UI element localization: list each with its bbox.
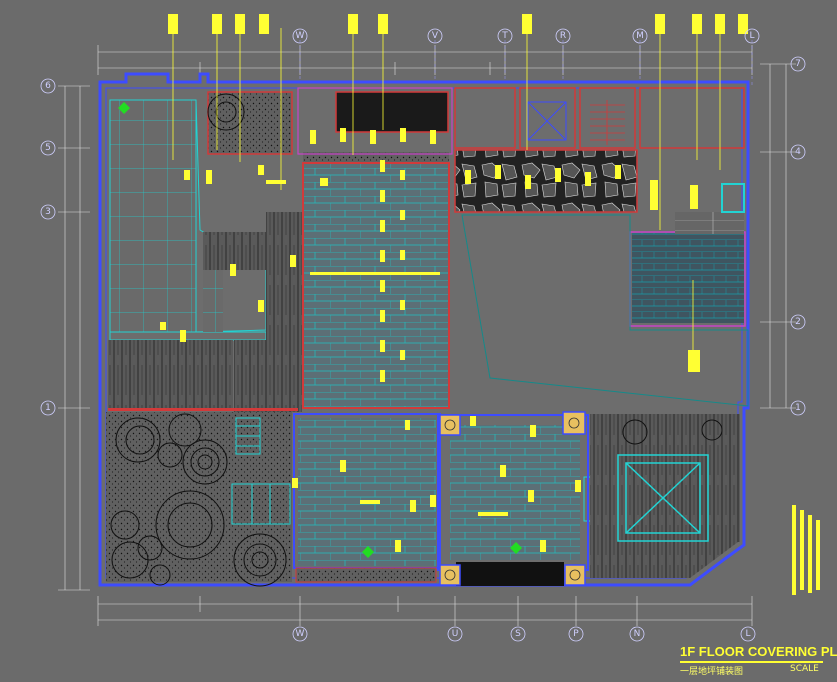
axis-top-3: R xyxy=(560,31,566,41)
axis-bottom-5: L xyxy=(745,629,750,639)
grid-axes-left: 6 5 3 1 xyxy=(40,78,56,416)
courtyard-void xyxy=(461,214,749,407)
grid-axes-right: 7 4 2 1 xyxy=(790,56,806,416)
annotation-leaders xyxy=(172,28,721,350)
counter-top xyxy=(335,91,449,133)
service-rooms xyxy=(454,87,745,149)
planter-room-north xyxy=(207,91,293,155)
axis-left-0: 6 xyxy=(45,81,51,91)
axis-bottom-0: W xyxy=(296,629,305,639)
axis-extension-lines xyxy=(299,40,753,86)
axis-right-3: 1 xyxy=(795,403,801,413)
axis-right-1: 4 xyxy=(795,147,801,157)
column-symbols xyxy=(439,411,586,586)
left-dimension-lines xyxy=(58,85,90,591)
notes-block xyxy=(792,505,820,595)
grid-axes-top: W V T R M L xyxy=(292,28,760,44)
axis-top-4: M xyxy=(636,31,644,41)
axis-bottom-1: U xyxy=(452,629,459,639)
axis-top-0: W xyxy=(296,31,305,41)
central-hall-floor xyxy=(303,163,449,408)
axis-left-2: 3 xyxy=(45,207,51,217)
axis-top-5: L xyxy=(749,31,754,41)
drawing-title: 1F FLOOR COVERING PL xyxy=(680,644,837,659)
tree-symbols xyxy=(110,413,287,587)
pavilion-symbol xyxy=(617,454,709,542)
axis-left-3: 1 xyxy=(45,403,51,413)
axis-bottom-2: S xyxy=(515,629,521,639)
drawing-subtitle: 一层地坪铺装图 xyxy=(680,667,744,677)
south-hall-east-floor xyxy=(450,425,580,560)
axis-bottom-4: N xyxy=(634,629,641,639)
axis-right-0: 7 xyxy=(795,59,801,69)
stone-corridor xyxy=(455,150,637,212)
axis-right-2: 2 xyxy=(795,317,801,327)
annotation-tags xyxy=(168,14,748,372)
wood-deck-west xyxy=(108,340,233,410)
axis-bottom-3: P xyxy=(573,629,579,639)
east-room-floor xyxy=(632,233,744,323)
top-dimension-lines xyxy=(97,45,753,75)
south-hall-west-floor xyxy=(298,418,436,566)
north-arrow-markers xyxy=(118,102,522,558)
bottom-dimension-lines xyxy=(97,596,753,626)
title-underline xyxy=(680,661,823,663)
stair-symbol xyxy=(590,100,625,145)
right-dimension-lines xyxy=(760,63,796,409)
axis-top-1: V xyxy=(432,31,439,41)
grid-axes-bottom: W U S P N L xyxy=(292,626,756,642)
garden-southeast xyxy=(590,414,740,542)
axis-left-1: 5 xyxy=(45,143,51,153)
scale-label: SCALE xyxy=(790,664,819,674)
annotation-marks xyxy=(160,128,698,552)
west-terrace-tile xyxy=(110,100,196,332)
axis-top-2: T xyxy=(501,31,508,41)
